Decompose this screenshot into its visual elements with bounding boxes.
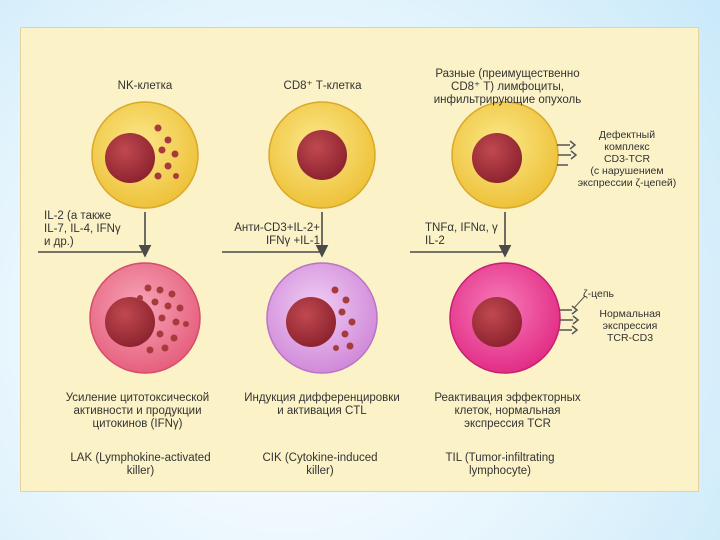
effect-nk: Усиление цитотоксической активности и пр…: [65, 392, 210, 430]
header-nk: NK-клетка: [117, 80, 173, 92]
granules: [331, 286, 356, 351]
defective-receptor-icon: [557, 140, 578, 166]
nucleus: [105, 133, 155, 183]
stimulus-til: TNFα, IFNα, γ IL-2: [425, 222, 498, 247]
stimulus-nk: IL-2 (а также IL-7, IL-4, IFNγ и др.): [44, 210, 121, 248]
result-lak: LAK (Lymphokine-activated killer): [70, 452, 211, 477]
process-arrows: [38, 212, 512, 258]
result-cik: CIK (Cytokine-induced killer): [262, 452, 378, 477]
header-cd8: CD8⁺ Т-клетка: [283, 80, 362, 92]
note-defective-complex: Дефектный комплекс CD3-TCR (с нарушением…: [577, 129, 677, 189]
effect-til: Реактивация эффекторных клеток, нормальн…: [434, 392, 581, 430]
cell-nk-top: [91, 101, 199, 209]
nucleus: [472, 297, 522, 347]
stimulus-cd8: Анти-CD3+IL-2+ IFNγ +IL-1: [234, 222, 320, 247]
cell-til-top: [451, 101, 578, 209]
note-normal-expression: Нормальная экспрессия TCR-CD3: [599, 308, 661, 344]
nucleus: [286, 297, 336, 347]
nucleus: [105, 297, 155, 347]
effect-cd8: Индукция дифференцировки и активация CTL: [244, 392, 400, 417]
note-zeta-chain: ζ-цепь: [583, 288, 615, 300]
cell-til-bottom: [449, 262, 586, 374]
granules: [154, 124, 179, 180]
cell-lak-bottom: [89, 262, 201, 374]
nucleus: [297, 130, 347, 180]
granules: [137, 284, 189, 354]
result-til: TIL (Tumor-infiltrating lymphocyte): [445, 452, 555, 477]
cell-cd8-top: [268, 101, 376, 209]
cell-cik-bottom: [266, 262, 378, 374]
header-til: Разные (преимущественно CD8⁺ Т) лимфоцит…: [433, 68, 582, 106]
nucleus: [472, 133, 522, 183]
zeta-pointer: [573, 295, 586, 309]
normal-receptor-icon: [559, 305, 580, 335]
